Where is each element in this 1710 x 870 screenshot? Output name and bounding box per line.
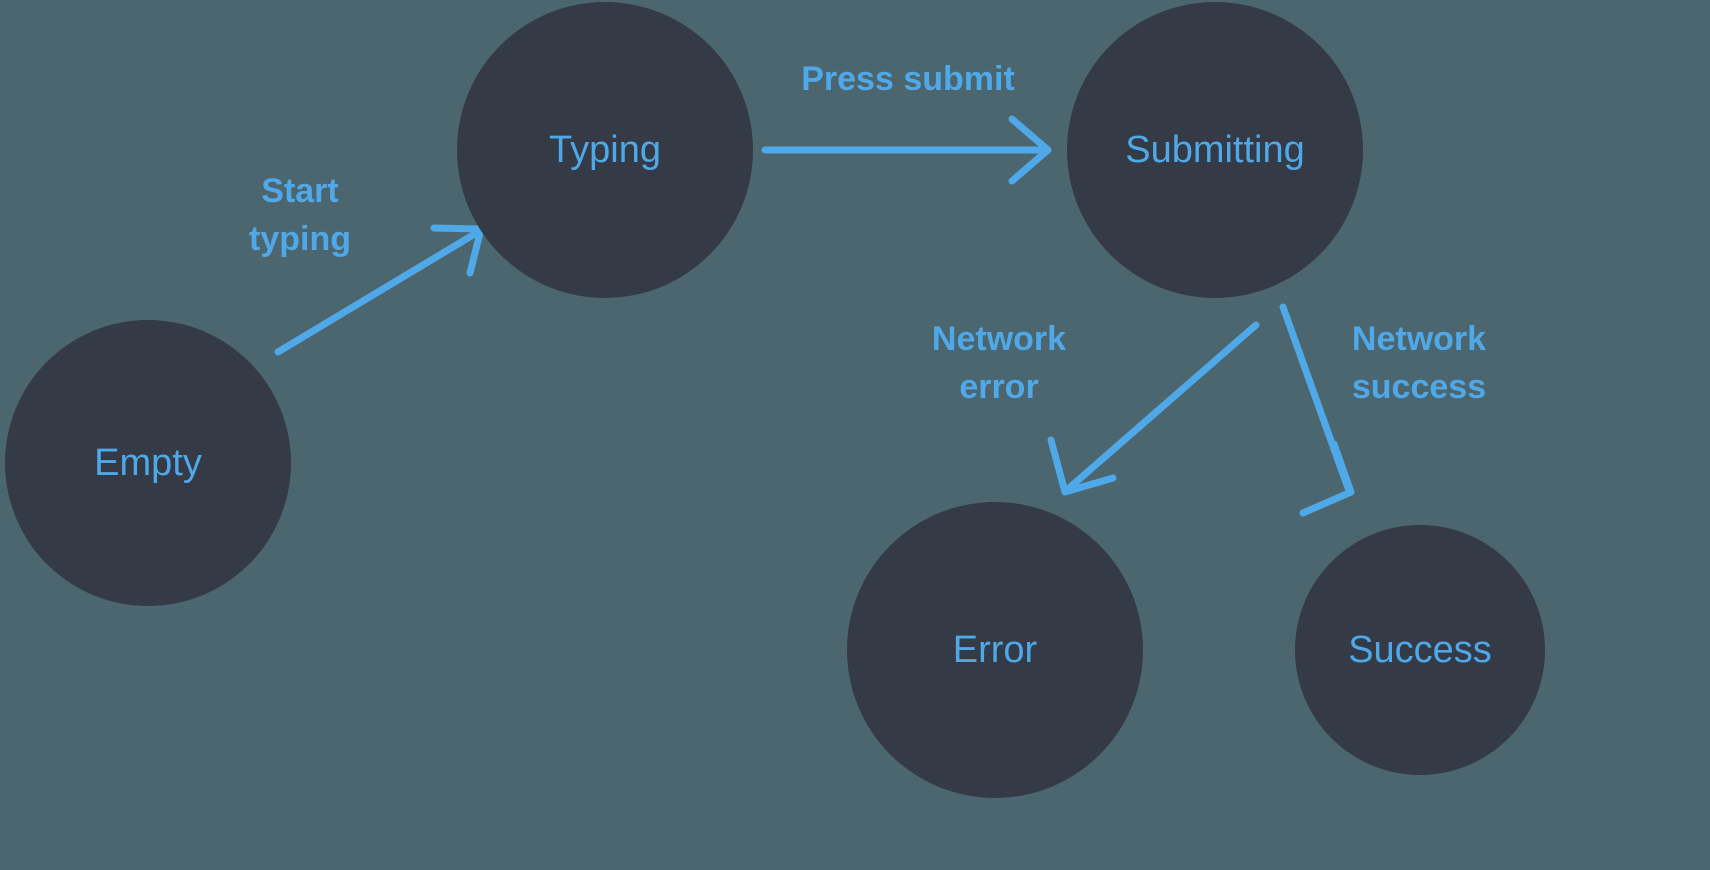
edge-label-start-typing-line2: typing: [249, 220, 351, 258]
edge-label-press-submit: Press submit: [801, 60, 1015, 98]
node-typing-label: Typing: [549, 129, 661, 171]
node-empty-label: Empty: [94, 442, 202, 484]
node-empty[interactable]: Empty: [5, 320, 291, 606]
edge-label-network-success: Network success: [1352, 320, 1486, 406]
node-typing-circle[interactable]: [457, 2, 753, 298]
edge-typing-to-submitting: [761, 115, 1052, 185]
node-error[interactable]: Error: [847, 502, 1143, 798]
node-submitting-label: Submitting: [1125, 129, 1305, 171]
edge-submitting-to-error: [1047, 321, 1260, 496]
edge-submitting-to-success-arrowhead: [1299, 440, 1355, 517]
edge-label-network-success-line1: Network: [1352, 320, 1486, 358]
node-empty-circle[interactable]: [5, 320, 291, 606]
node-submitting-circle[interactable]: [1067, 2, 1363, 298]
node-typing[interactable]: Typing: [457, 2, 753, 298]
node-error-circle[interactable]: [847, 502, 1143, 798]
node-success-circle[interactable]: [1295, 525, 1545, 775]
edge-label-network-error-line1: Network: [932, 320, 1066, 358]
edge-empty-to-typing-line: [274, 228, 482, 356]
edge-label-network-error-line2: error: [959, 368, 1038, 406]
edge-label-network-error: Network error: [932, 320, 1066, 406]
edge-label-start-typing: Start typing: [249, 172, 351, 258]
edge-label-start-typing-line1: Start: [261, 172, 338, 210]
edge-submitting-to-error-arrowhead: [1047, 436, 1117, 496]
edge-submitting-to-error-line: [1064, 321, 1260, 493]
node-error-label: Error: [953, 629, 1038, 671]
node-success-label: Success: [1348, 629, 1492, 671]
edge-typing-to-submitting-arrowhead: [1008, 115, 1052, 185]
edge-submitting-to-success: [1279, 303, 1355, 517]
edge-label-press-submit-line1: Press submit: [801, 60, 1015, 98]
node-submitting[interactable]: Submitting: [1067, 2, 1363, 298]
node-success[interactable]: Success: [1295, 525, 1545, 775]
edge-label-network-success-line2: success: [1352, 368, 1486, 406]
